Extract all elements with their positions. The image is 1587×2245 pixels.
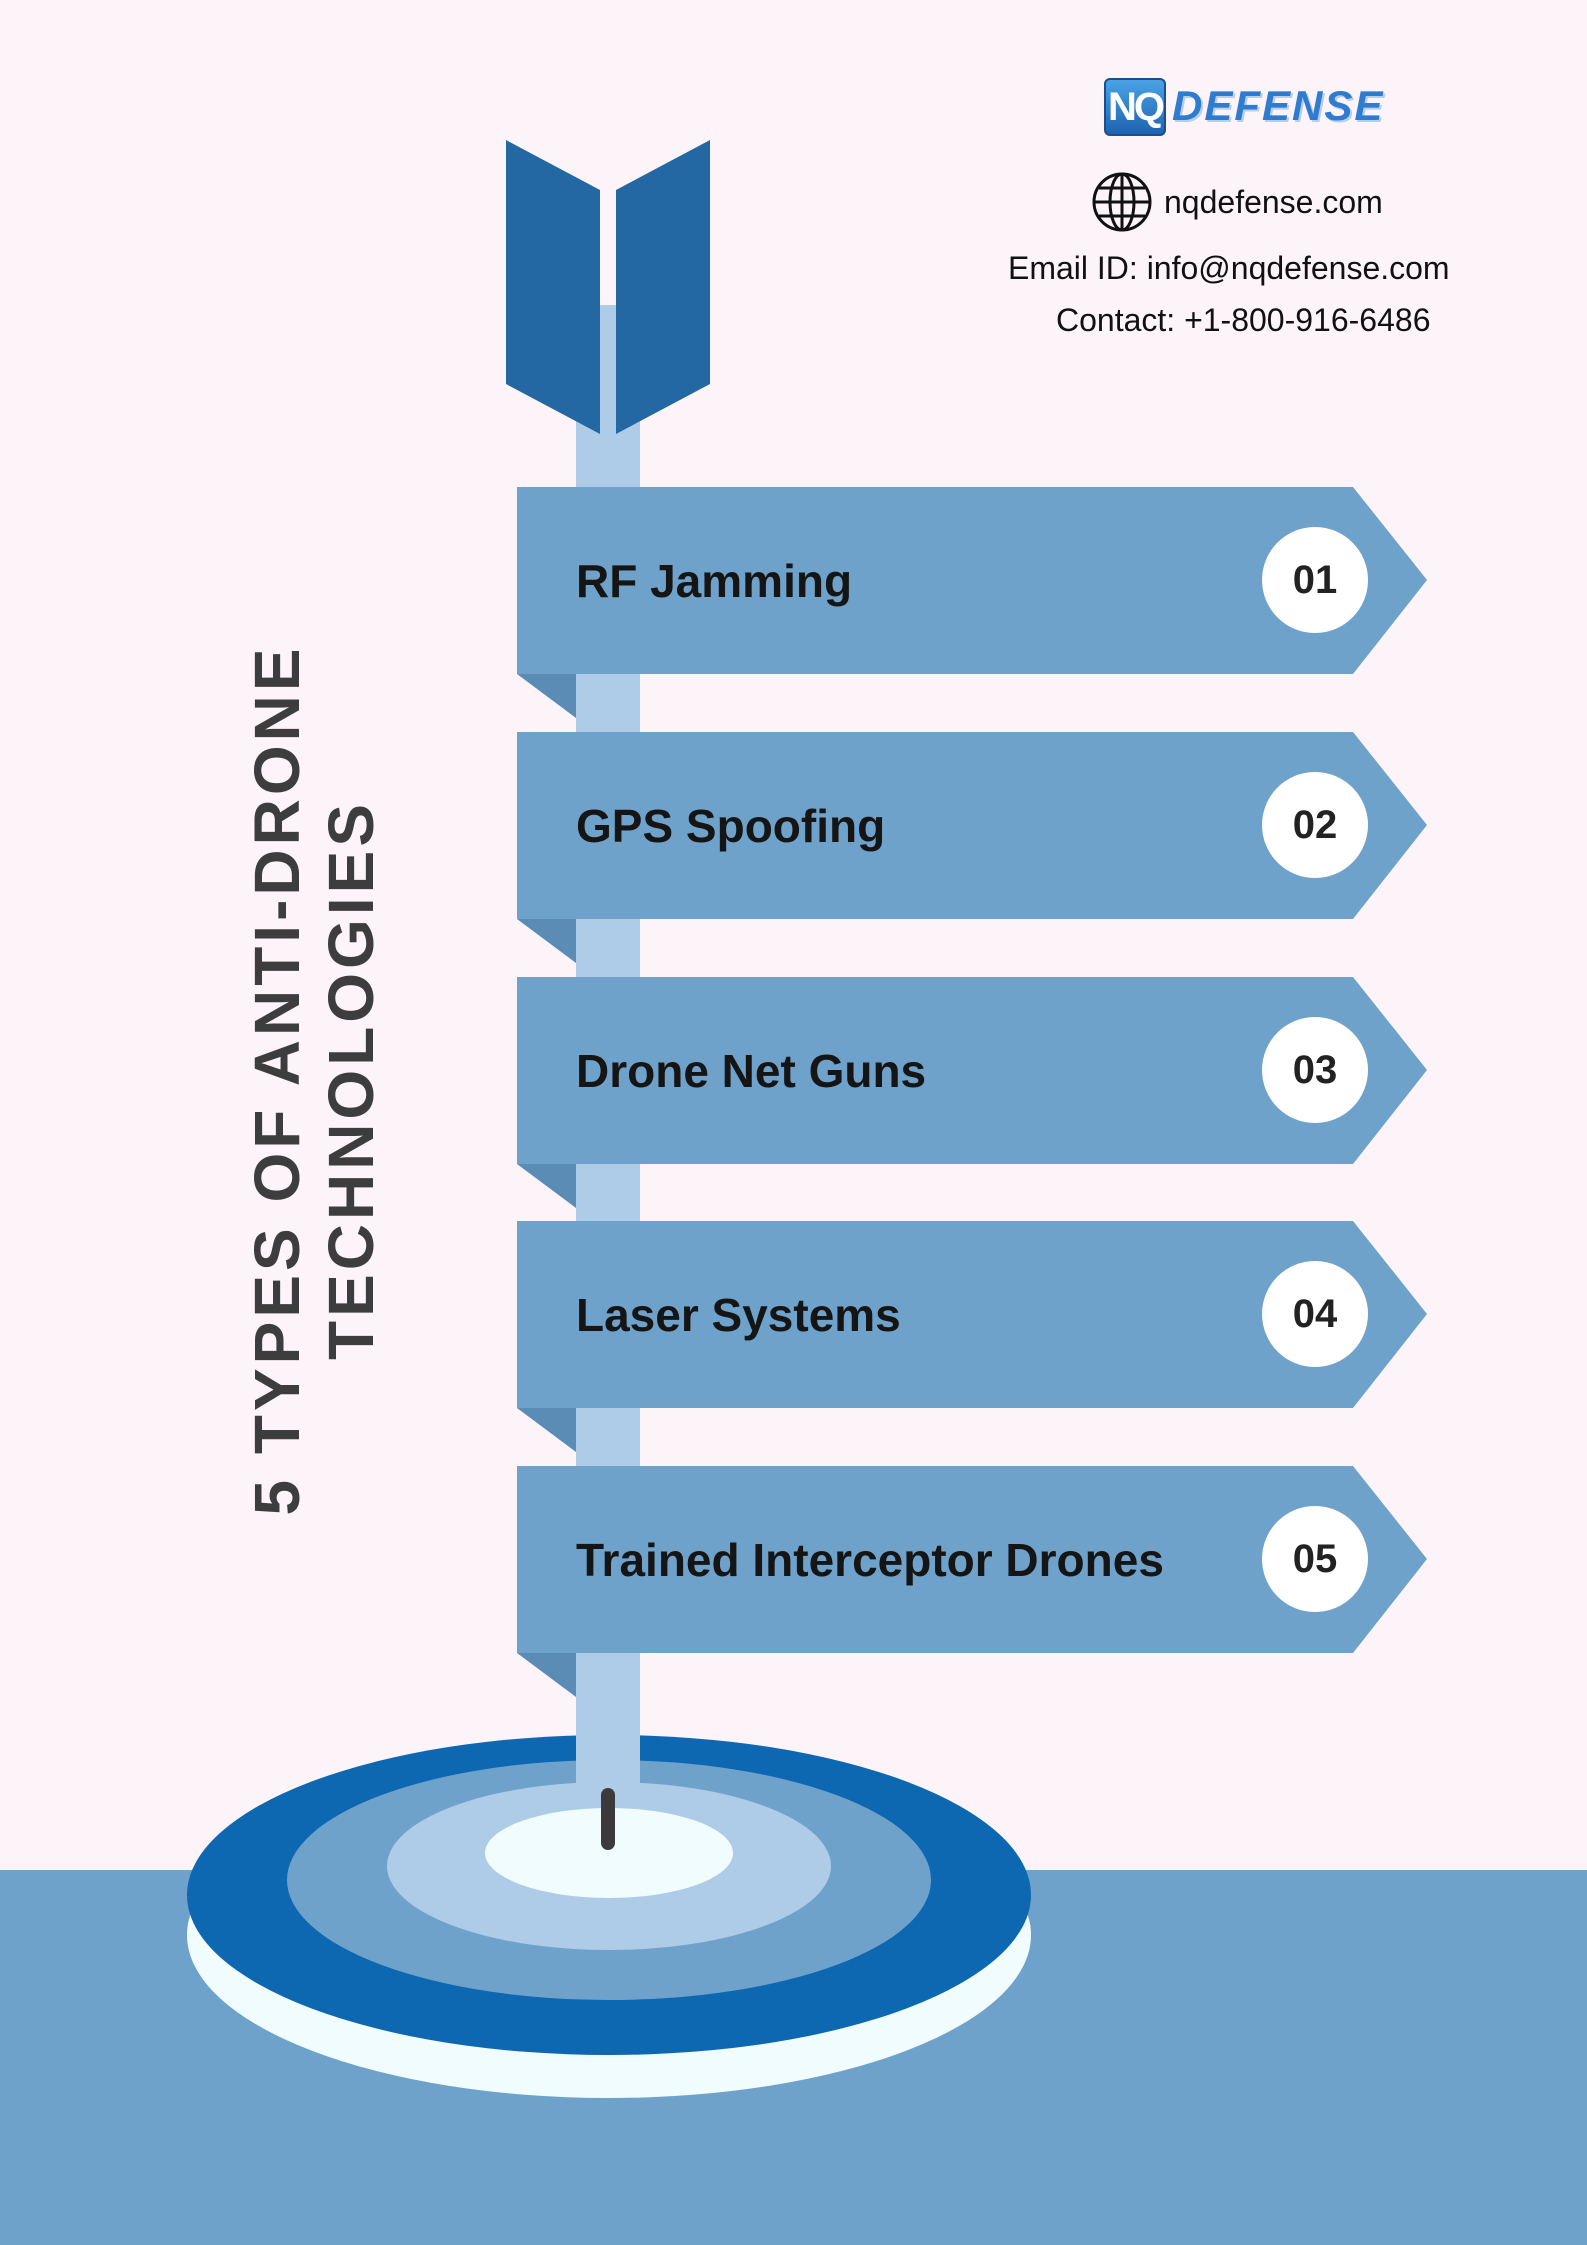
item-number-5: 05: [1262, 1506, 1368, 1612]
banner-1: [517, 487, 1427, 718]
banner-4: [517, 1221, 1427, 1452]
globe-icon: [1092, 172, 1152, 232]
item-number-2: 02: [1262, 772, 1368, 878]
arrow-tip: [601, 1788, 615, 1850]
nq-defense-logo: NQ DEFENSE: [1104, 76, 1384, 140]
target-board: [187, 1700, 1031, 2098]
item-number-4: 04: [1262, 1261, 1368, 1367]
item-label-4: Laser Systems: [576, 1289, 901, 1341]
fletching-left: [506, 140, 600, 434]
email-text: Email ID: info@nqdefense.com: [1008, 250, 1450, 286]
fletching-right: [616, 140, 710, 434]
banner-3: [517, 977, 1427, 1208]
item-label-1: RF Jamming: [576, 555, 853, 607]
logo-monogram: NQ: [1104, 78, 1166, 136]
item-label-5: Trained Interceptor Drones: [576, 1534, 1164, 1586]
phone-text: Contact: +1-800-916-6486: [1056, 302, 1431, 338]
page-title: 5 TYPES OF ANTI-DRONE TECHNOLOGIES: [240, 580, 388, 1580]
website-link[interactable]: nqdefense.com: [1164, 184, 1383, 220]
banner-2: [517, 732, 1427, 963]
title-line-2: TECHNOLOGIES: [315, 799, 387, 1361]
banner-5: [517, 1466, 1427, 1697]
item-label-3: Drone Net Guns: [576, 1045, 927, 1097]
title-line-1: 5 TYPES OF ANTI-DRONE: [241, 644, 313, 1516]
item-number-1: 01: [1262, 527, 1368, 633]
item-number-3: 03: [1262, 1017, 1368, 1123]
item-label-2: GPS Spoofing: [576, 800, 886, 852]
logo-wordmark: DEFENSE: [1172, 82, 1385, 129]
